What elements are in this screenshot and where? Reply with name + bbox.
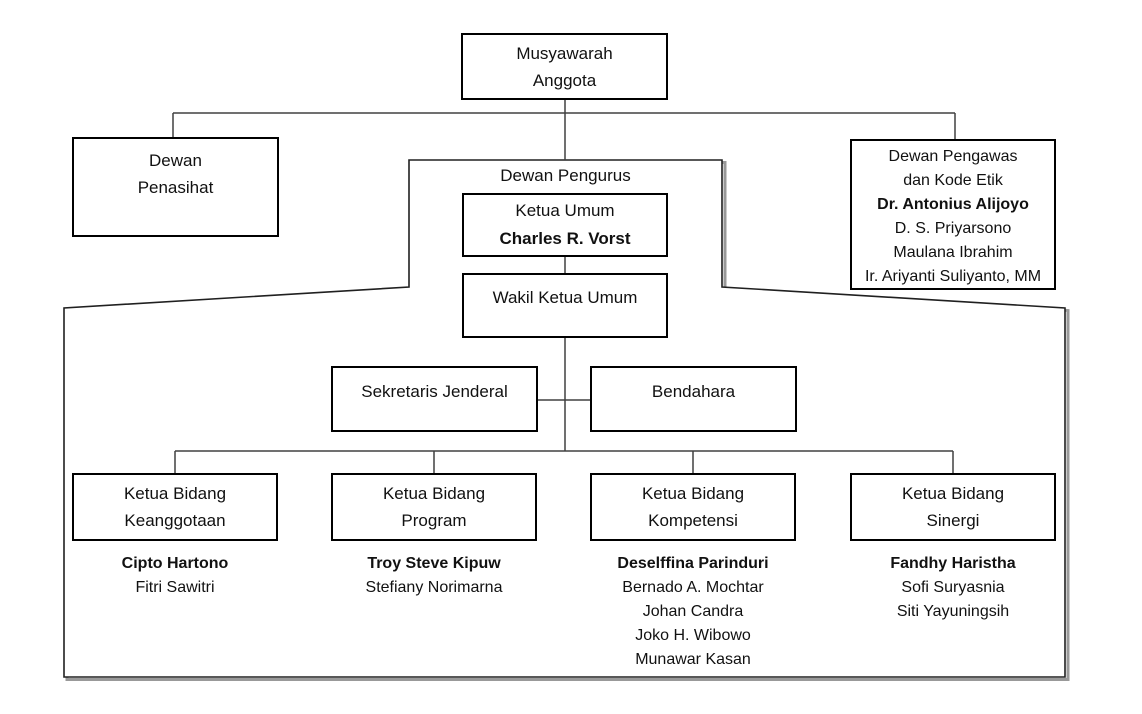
box-title: Ketua Umum	[515, 201, 615, 220]
member-name: D. S. Priyarsono	[894, 220, 1012, 237]
member-name: Stefiany Norimarna	[365, 579, 503, 596]
box-title: Wakil Ketua Umum	[492, 288, 638, 307]
member-name-chair: Troy Steve Kipuw	[367, 555, 501, 572]
box-title: Sekretaris Jenderal	[361, 382, 508, 401]
box-title-line: Kompetensi	[648, 511, 738, 530]
box-title-line: Ketua Bidang	[641, 484, 745, 503]
member-name-chair: Deselffina Parinduri	[617, 555, 769, 572]
box-label-line: Anggota	[532, 70, 597, 90]
member-name: Bernado A. Mochtar	[622, 579, 764, 596]
member-name-chair: Charles R. Vorst	[499, 229, 631, 248]
member-name: Johan Candra	[642, 603, 744, 620]
box-label-line: dan Kode Etik	[903, 172, 1003, 189]
member-name-chair: Dr. Antonius Alijoyo	[877, 196, 1029, 213]
org-box-bidang-keanggotaan: Ketua Bidang Keanggotaan	[72, 473, 278, 541]
org-box-sekretaris-jenderal: Sekretaris Jenderal	[331, 366, 538, 432]
member-list-keanggotaan: Cipto Hartono Fitri Sawitri	[55, 552, 295, 600]
org-box-bendahara: Bendahara	[590, 366, 797, 432]
org-box-musyawarah-anggota: Musyawarah Anggota	[461, 33, 668, 100]
member-name: Ir. Ariyanti Suliyanto, MM	[864, 268, 1042, 285]
member-list-program: Troy Steve Kipuw Stefiany Norimarna	[314, 552, 554, 600]
member-name-chair: Cipto Hartono	[121, 555, 229, 572]
org-box-bidang-sinergi: Ketua Bidang Sinergi	[850, 473, 1056, 541]
org-box-bidang-program: Ketua Bidang Program	[331, 473, 537, 541]
org-box-dewan-pengawas: Dewan Pengawas dan Kode Etik Dr. Antoniu…	[850, 139, 1056, 290]
box-title-line: Keanggotaan	[124, 511, 226, 530]
member-name: Siti Yayuningsih	[896, 603, 1010, 620]
member-name: Fitri Sawitri	[135, 579, 215, 596]
org-box-bidang-kompetensi: Ketua Bidang Kompetensi	[590, 473, 796, 541]
box-label-line: Musyawarah	[516, 43, 613, 63]
box-title-line: Ketua Bidang	[123, 484, 227, 503]
member-name: Joko H. Wibowo	[635, 627, 751, 644]
member-name: Sofi Suryasnia	[901, 579, 1005, 596]
member-name: Maulana Ibrahim	[893, 244, 1013, 261]
member-name: Munawar Kasan	[635, 651, 751, 668]
org-box-dewan-penasihat: Dewan Penasihat	[72, 137, 279, 237]
dewan-pengurus-label: Dewan Pengurus	[500, 166, 631, 185]
member-list-sinergi: Fandhy Haristha Sofi Suryasnia Siti Yayu…	[833, 552, 1073, 624]
member-list-kompetensi: Deselffina Parinduri Bernado A. Mochtar …	[573, 552, 813, 672]
box-label-line: Dewan	[149, 151, 202, 170]
box-label-line: Penasihat	[137, 178, 214, 197]
org-connectors	[172, 100, 956, 473]
box-title-line: Ketua Bidang	[901, 484, 1005, 503]
box-title-line: Sinergi	[926, 511, 980, 530]
org-box-wakil-ketua-umum: Wakil Ketua Umum	[462, 273, 668, 338]
box-title-line: Ketua Bidang	[382, 484, 486, 503]
org-box-ketua-umum: Ketua Umum Charles R. Vorst	[462, 193, 668, 257]
box-title: Bendahara	[651, 382, 736, 401]
box-title-line: Program	[401, 511, 467, 530]
member-name-chair: Fandhy Haristha	[890, 555, 1016, 572]
box-label-line: Dewan Pengawas	[888, 148, 1018, 165]
